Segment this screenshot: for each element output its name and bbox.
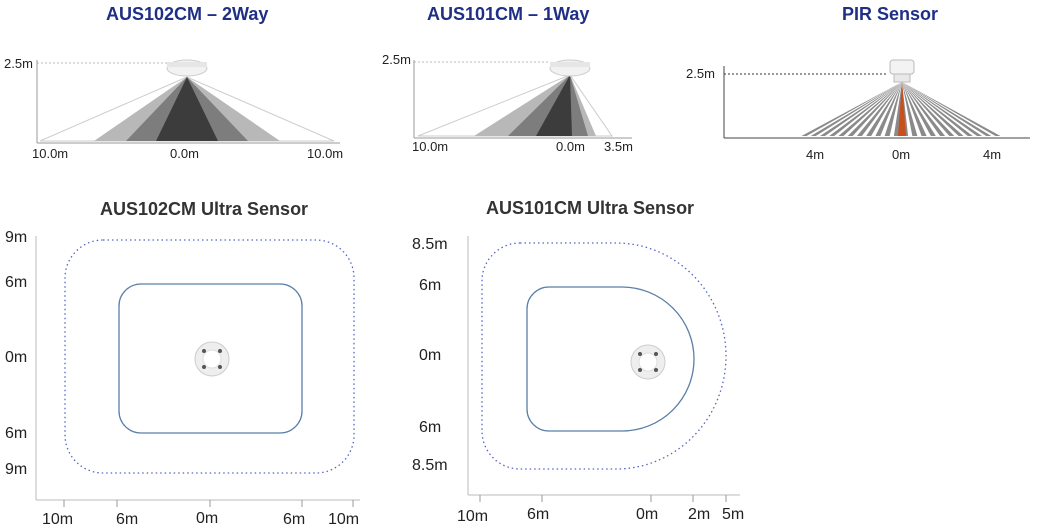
pir-beam (902, 82, 946, 136)
pir-beam (856, 82, 902, 136)
pir-beam (902, 82, 936, 136)
pir-beam (902, 82, 983, 136)
pir-beam (902, 82, 992, 136)
pir-x-label-center: 0m (892, 147, 911, 162)
pir-title: PIR Sensor (842, 4, 939, 24)
aus101-x-label-2m: 2m (688, 506, 711, 523)
aus102-x-label-6m-left: 6m (116, 511, 139, 528)
aus101-y-label-6m-top: 6m (419, 277, 442, 294)
one-way-x-label-left: 10.0m (412, 139, 449, 154)
aus101-ultra-title: AUS101CM Ultra Sensor (486, 198, 695, 218)
two-way-x-label-center: 0.0m (170, 146, 199, 161)
one-way-coverage-diagram (413, 59, 632, 139)
aus101-x-label-5m: 5m (722, 506, 745, 523)
aus102-x-label-10m-right: 10m (328, 511, 360, 528)
aus102-x-label-10m-left: 10m (42, 511, 74, 528)
pir-beam (902, 82, 1001, 136)
aus102-x-label-6m-right: 6m (283, 511, 306, 528)
aus102-y-label-0m: 0m (5, 349, 28, 366)
aus102-x-label-0m: 0m (196, 510, 219, 527)
two-way-x-label-right: 10.0m (307, 146, 344, 161)
two-way-x-label-left: 10.0m (32, 146, 69, 161)
pir-x-label-right: 4m (983, 147, 1002, 162)
aus101-y-label-8-5m-top: 8.5m (412, 236, 448, 253)
one-way-title: AUS101CM – 1Way (427, 4, 590, 24)
aus101-x-label-10m: 10m (457, 508, 489, 525)
pir-beam-core (898, 82, 906, 136)
pir-coverage-diagram (723, 59, 1030, 139)
pir-beam (801, 82, 902, 136)
aus101-x-label-6m: 6m (527, 506, 550, 523)
pir-beam (810, 82, 902, 136)
pir-beam (829, 82, 902, 136)
aus101-y-label-0m: 0m (419, 347, 442, 364)
pir-beam (902, 82, 973, 136)
aus102-y-label-6m-bottom: 6m (5, 425, 28, 442)
pir-beam (884, 82, 902, 136)
one-way-height-label: 2.5m (382, 52, 411, 67)
two-way-coverage-diagram (36, 59, 340, 144)
pir-beam (902, 82, 918, 136)
pir-x-label-left: 4m (806, 147, 825, 162)
pir-beam (847, 82, 902, 136)
aus101-y-label-8-5m-bottom: 8.5m (412, 457, 448, 474)
pir-beam (902, 82, 955, 136)
pir-beam (902, 82, 964, 136)
two-way-height-label: 2.5m (4, 56, 33, 71)
aus101-y-label-6m-bottom: 6m (419, 419, 442, 436)
aus101-x-label-0m: 0m (636, 506, 659, 523)
one-way-x-label-center: 0.0m (556, 139, 585, 154)
aus102-y-label-6m-top: 6m (5, 274, 28, 291)
pir-height-label: 2.5m (686, 66, 715, 81)
one-way-x-label-right: 3.5m (604, 139, 633, 154)
aus102-y-label-9m-top: 9m (5, 229, 28, 246)
pir-beam (838, 82, 902, 136)
aus102-ultra-title: AUS102CM Ultra Sensor (100, 199, 309, 219)
pir-beam (819, 82, 902, 136)
pir-beam (893, 82, 902, 136)
two-way-title: AUS102CM – 2Way (106, 4, 269, 24)
pir-beam (866, 82, 902, 136)
pir-beam (875, 82, 902, 136)
pir-beams (801, 82, 1001, 136)
aus102-y-label-9m-bottom: 9m (5, 461, 28, 478)
pir-beam (902, 82, 927, 136)
